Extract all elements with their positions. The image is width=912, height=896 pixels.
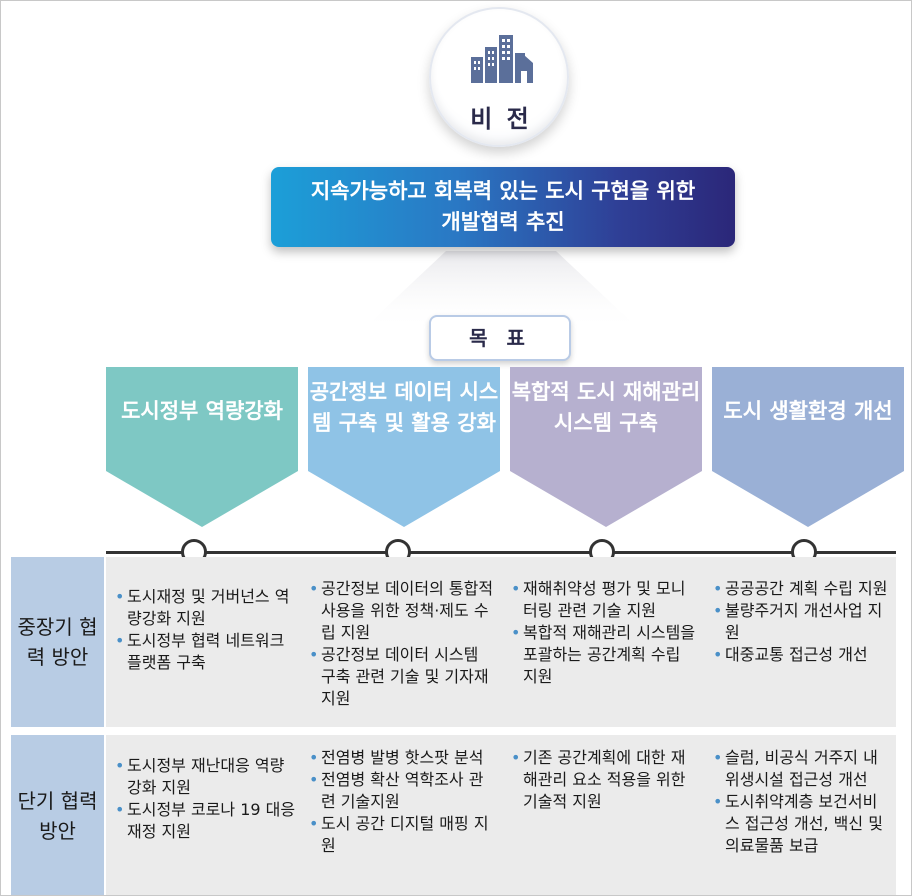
- list-item: 도시정부 재난대응 역량강화 지원: [115, 755, 297, 799]
- cell-midlong-4: 공공공간 계획 수립 지원 불량주거지 개선사업 지원 대중교통 접근성 개선: [713, 578, 889, 666]
- list-item: 공공공간 계획 수립 지원: [713, 578, 889, 600]
- list-item: 재해취약성 평가 및 모니터링 관련 기술 지원: [511, 578, 697, 622]
- goal-text-4: 도시 생활환경 개선: [723, 399, 893, 423]
- list-item: 슬럼, 비공식 거주지 내 위생시설 접근성 개선: [713, 747, 889, 791]
- list-item: 도시취약계층 보건서비스 접근성 개선, 백신 및 의료물품 보급: [713, 791, 889, 857]
- vision-statement-line2: 개발협력 추진: [441, 210, 565, 234]
- vision-statement-line1: 지속가능하고 회복력 있는 도시 구현을 위한: [310, 179, 696, 203]
- list-item: 도시정부 협력 네트워크 플랫폼 구축: [115, 630, 297, 674]
- vision-circle: 비 전: [429, 7, 569, 147]
- cell-midlong-2: 공간정보 데이터의 통합적 사용을 위한 정책·제도 수립 지원 공간정보 데이…: [309, 578, 495, 710]
- cell-midlong-3: 재해취약성 평가 및 모니터링 관련 기술 지원 복합적 재해관리 시스템을 포…: [511, 578, 697, 688]
- list-item: 전염병 확산 역학조사 관련 기술지원: [309, 769, 495, 813]
- goal-chevron-2: [308, 367, 500, 527]
- timeline-line: [106, 551, 896, 554]
- list-item: 도시정부 코로나 19 대응 재정 지원: [115, 799, 297, 843]
- list-item: 공간정보 데이터 시스템 구축 관련 기술 및 기자재 지원: [309, 644, 495, 710]
- cell-short-2: 전염병 발병 핫스팟 분석 전염병 확산 역학조사 관련 기술지원 도시 공간 …: [309, 747, 495, 857]
- list-item: 전염병 발병 핫스팟 분석: [309, 747, 495, 769]
- list-item: 복합적 재해관리 시스템을 포괄하는 공간계획 수립 지원: [511, 622, 697, 688]
- list-item: 공간정보 데이터의 통합적 사용을 위한 정책·제도 수립 지원: [309, 578, 495, 644]
- goal-chevron-4: [712, 367, 904, 527]
- goal-chevron-3: [510, 367, 702, 527]
- list-item: 불량주거지 개선사업 지원: [713, 600, 889, 644]
- goal-text-2: 공간정보 데이터 시스템 구축 및 활용 강화: [309, 380, 499, 435]
- list-item: 도시 공간 디지털 매핑 지원: [309, 813, 495, 857]
- goal-text-1: 도시정부 역량강화: [121, 399, 283, 423]
- cell-short-1: 도시정부 재난대응 역량강화 지원 도시정부 코로나 19 대응 재정 지원: [115, 755, 297, 843]
- list-item: 도시재정 및 거버넌스 역량강화 지원: [115, 586, 297, 630]
- cell-short-3: 기존 공간계획에 대한 재해관리 요소 적용을 위한 기술적 지원: [511, 747, 697, 813]
- goal-text-3: 복합적 도시 재해관리 시스템 구축: [511, 380, 701, 435]
- list-item: 대중교통 접근성 개선: [713, 644, 889, 666]
- vision-statement-banner: 지속가능하고 회복력 있는 도시 구현을 위한 개발협력 추진: [271, 167, 735, 247]
- cell-short-4: 슬럼, 비공식 거주지 내 위생시설 접근성 개선 도시취약계층 보건서비스 접…: [713, 747, 889, 857]
- list-item: 기존 공간계획에 대한 재해관리 요소 적용을 위한 기술적 지원: [511, 747, 697, 813]
- goals-header: 목 표: [429, 315, 571, 361]
- row-label-midlong-term: 중장기 협력 방안: [11, 557, 104, 727]
- city-buildings-icon: [471, 35, 533, 83]
- row-label-short-term: 단기 협력 방안: [11, 735, 104, 895]
- goal-chevron-1: [106, 367, 298, 527]
- vision-title: 비 전: [470, 105, 532, 133]
- cell-midlong-1: 도시재정 및 거버넌스 역량강화 지원 도시정부 협력 네트워크 플랫폼 구축: [115, 586, 297, 674]
